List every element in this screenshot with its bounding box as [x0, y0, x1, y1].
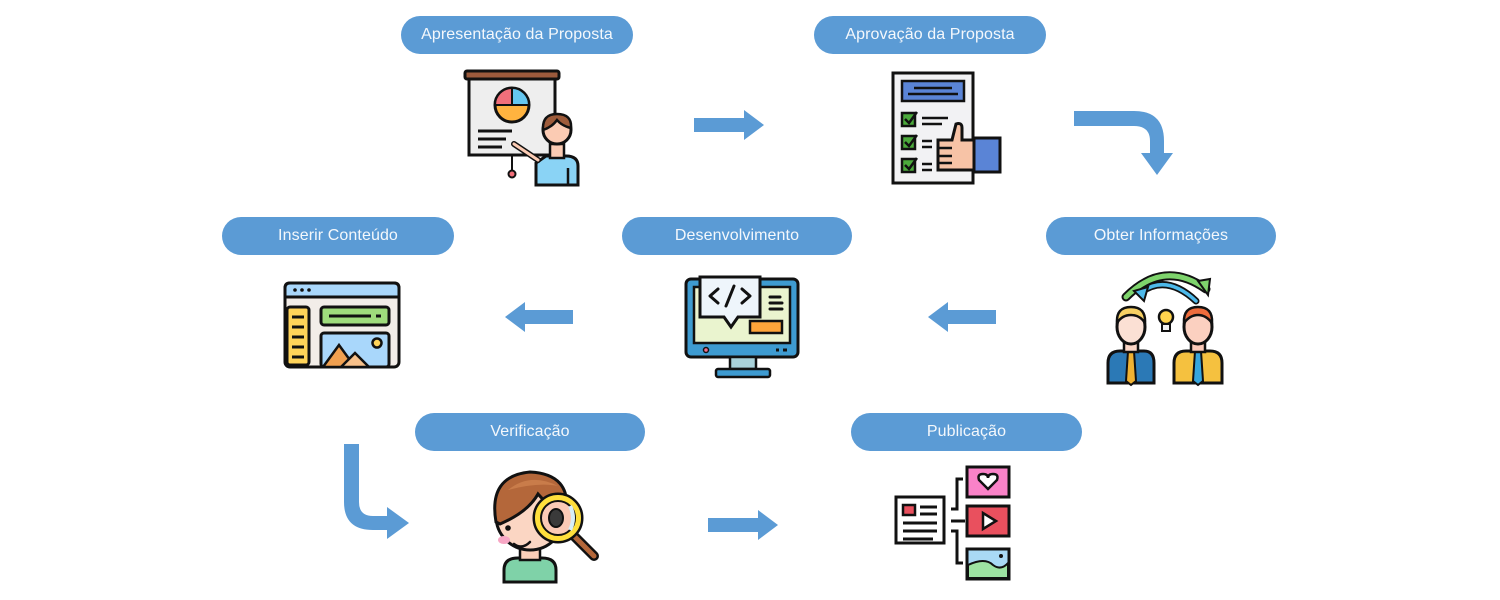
step-label-apresentacao: Apresentação da Proposta: [401, 16, 633, 54]
step-label-inserir: Inserir Conteúdo: [222, 217, 454, 255]
information-exchange-icon: [1104, 267, 1228, 387]
step-label-desenvolvimento: Desenvolvimento: [622, 217, 852, 255]
step-label-text: Inserir Conteúdo: [278, 227, 398, 244]
step-label-text: Apresentação da Proposta: [421, 26, 613, 43]
arrow-bend-right: [343, 444, 413, 540]
arrow-left-2: [505, 302, 575, 332]
presentation-icon: [462, 68, 582, 188]
step-label-aprovacao: Aprovação da Proposta: [814, 16, 1046, 54]
code-monitor-icon: [684, 271, 802, 379]
step-label-text: Aprovação da Proposta: [845, 26, 1015, 43]
arrow-right-2: [708, 510, 780, 540]
step-label-obter: Obter Informações: [1046, 217, 1276, 255]
step-label-text: Desenvolvimento: [674, 227, 800, 244]
step-label-text: Publicação: [926, 423, 1007, 440]
approval-checklist-icon: [890, 70, 1010, 188]
step-label-text: Obter Informações: [1093, 227, 1229, 244]
arrow-left-1: [928, 302, 998, 332]
arrow-right-1: [694, 110, 766, 140]
step-label-verificacao: Verificação: [415, 413, 645, 451]
step-label-text: Verificação: [490, 423, 570, 440]
magnifier-inspection-icon: [478, 466, 602, 584]
arrow-bend-down: [1074, 108, 1176, 178]
step-label-publicacao: Publicação: [851, 413, 1082, 451]
web-content-icon: [283, 281, 401, 369]
media-publish-icon: [893, 465, 1013, 583]
